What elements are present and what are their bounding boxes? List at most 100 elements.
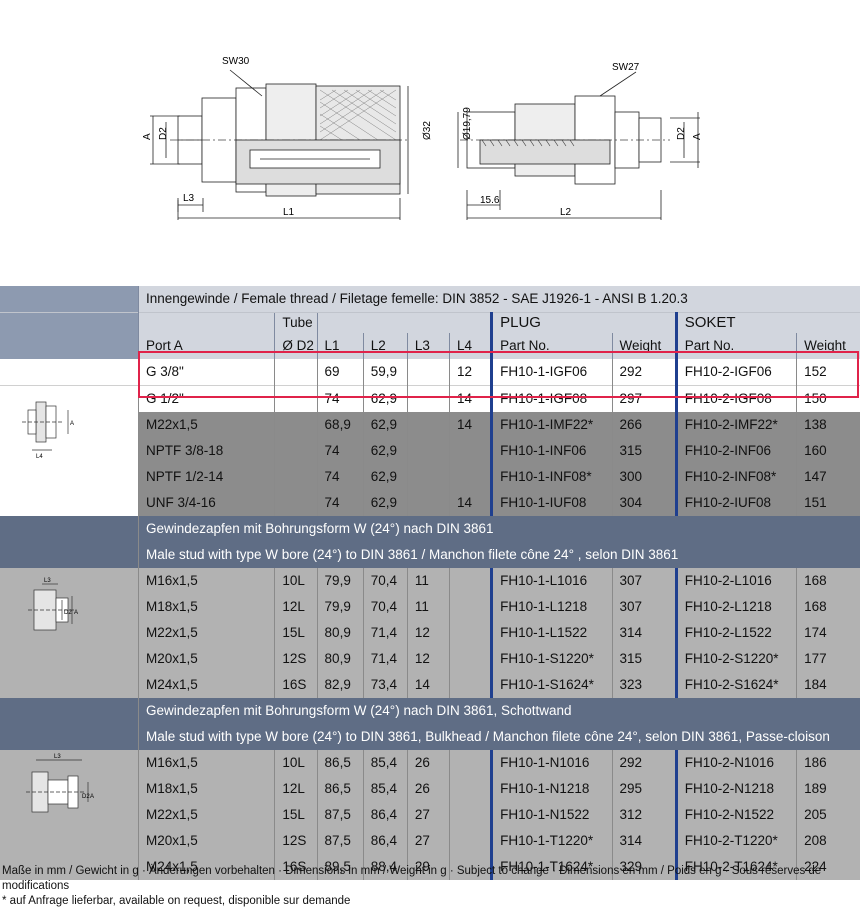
table-cell [448, 438, 492, 464]
table-cell: 224 [796, 854, 860, 880]
thumb2-l3: L3 [44, 578, 51, 584]
table-cell: 86,4 [362, 802, 408, 828]
table-cell: 15L [274, 802, 318, 828]
table-cell: M18x1,5 [137, 776, 275, 802]
table-cell: 323 [611, 672, 677, 698]
label-l3: L3 [183, 193, 195, 204]
table-cell: FH10-2-S1220* [674, 646, 797, 672]
table-cell: FH10-1-L1218 [490, 594, 613, 620]
column-header: Weight [796, 333, 860, 359]
table-cell: FH10-1-INF06 [490, 438, 613, 464]
table-cell: G 3/8" [137, 359, 275, 386]
side-cell [0, 646, 139, 672]
table-cell: 177 [796, 646, 860, 672]
table-cell: 15L [274, 620, 318, 646]
table-cell: 69 [316, 359, 364, 386]
table-cell [448, 854, 492, 880]
table-cell: 300 [611, 464, 677, 490]
label-d2-right: D2 [676, 127, 687, 140]
table-cell [274, 464, 318, 490]
socket-drawing [150, 69, 410, 220]
thumb3-l3: L3 [54, 754, 61, 760]
label-sw27: SW27 [612, 62, 640, 73]
side-cell [0, 672, 139, 698]
table-cell [448, 672, 492, 698]
section2-title: Gewindezapfen mit Bohrungsform W (24°) n… [137, 516, 860, 568]
table-cell: 147 [796, 464, 860, 490]
section2-title-line2: Male stud with type W bore (24°) to DIN … [145, 547, 679, 562]
table-cell: 16S [274, 854, 318, 880]
table-cell: 14 [406, 672, 450, 698]
table-cell: 89,5 [316, 854, 364, 880]
table-cell: 174 [796, 620, 860, 646]
footer-notes: Maße in mm / Gewicht in g · Änderungen v… [2, 864, 860, 909]
column-header: Port A [137, 333, 275, 359]
side-cell [0, 698, 139, 750]
section1-title-row: Innengewinde / Female thread / Filetage … [0, 286, 860, 313]
section3-title: Gewindezapfen mit Bohrungsform W (24°) n… [137, 698, 860, 750]
table-cell [448, 620, 492, 646]
footer-line-2: * auf Anfrage lieferbar, available on re… [2, 895, 351, 907]
table-cell: 208 [796, 828, 860, 854]
table-cell: 14 [448, 385, 492, 412]
table-cell: 70,4 [362, 594, 408, 620]
table-cell: 14 [448, 490, 492, 516]
table-cell: 12S [274, 828, 318, 854]
table-cell: 74 [316, 385, 364, 412]
table-cell: 14 [448, 412, 492, 438]
table-cell: 26 [406, 750, 450, 776]
table-cell: FH10-1-IGF08 [490, 385, 613, 412]
table-cell [448, 646, 492, 672]
table-cell [448, 750, 492, 776]
thumb1-l4: L4 [36, 454, 43, 460]
section3-title-line1: Gewindezapfen mit Bohrungsform W (24°) n… [145, 703, 572, 718]
thumb1-a: A [70, 421, 74, 427]
table-cell: FH10-1-IUF08 [490, 490, 613, 516]
table-cell: UNF 3/4-16 [137, 490, 275, 516]
table-cell: 168 [796, 594, 860, 620]
column-header: Part No. [490, 333, 613, 359]
table-cell: 295 [611, 776, 677, 802]
side-cell [0, 490, 139, 516]
table-cell: FH10-1-T1220* [490, 828, 613, 854]
table-cell: M18x1,5 [137, 594, 275, 620]
table-cell: 26 [406, 776, 450, 802]
table-cell: 297 [611, 385, 677, 412]
table-cell [274, 490, 318, 516]
table-cell: FH10-1-N1522 [490, 802, 613, 828]
side-cell [0, 359, 139, 386]
table-cell: FH10-2-L1016 [674, 568, 797, 594]
side-cell [0, 286, 139, 313]
table-cell: 314 [611, 620, 677, 646]
table-cell: 315 [611, 438, 677, 464]
side-cell [0, 516, 139, 568]
table-cell: 27 [406, 828, 450, 854]
table-cell [274, 385, 318, 412]
thumb-female-thread: A L4 [22, 401, 74, 460]
table-cell: M24x1,5 [137, 854, 275, 880]
soket-label: SOKET [674, 312, 860, 333]
table-cell: 62,9 [362, 438, 408, 464]
blank-cell [316, 312, 492, 333]
table-cell: FH10-2-L1522 [674, 620, 797, 646]
side-cell [0, 750, 139, 776]
table-cell: FH10-1-S1220* [490, 646, 613, 672]
table-cell: 314 [611, 828, 677, 854]
table-cell: 82,9 [316, 672, 364, 698]
table-cell: 59,9 [362, 359, 408, 386]
table-cell: FH10-1-N1016 [490, 750, 613, 776]
table-cell: FH10-2-N1016 [674, 750, 797, 776]
table-cell: 16S [274, 672, 318, 698]
table-cell: 312 [611, 802, 677, 828]
column-header: Weight [611, 333, 677, 359]
table-cell: FH10-2-IUF08 [674, 490, 797, 516]
table-cell: M20x1,5 [137, 646, 275, 672]
side-cell [0, 828, 139, 854]
